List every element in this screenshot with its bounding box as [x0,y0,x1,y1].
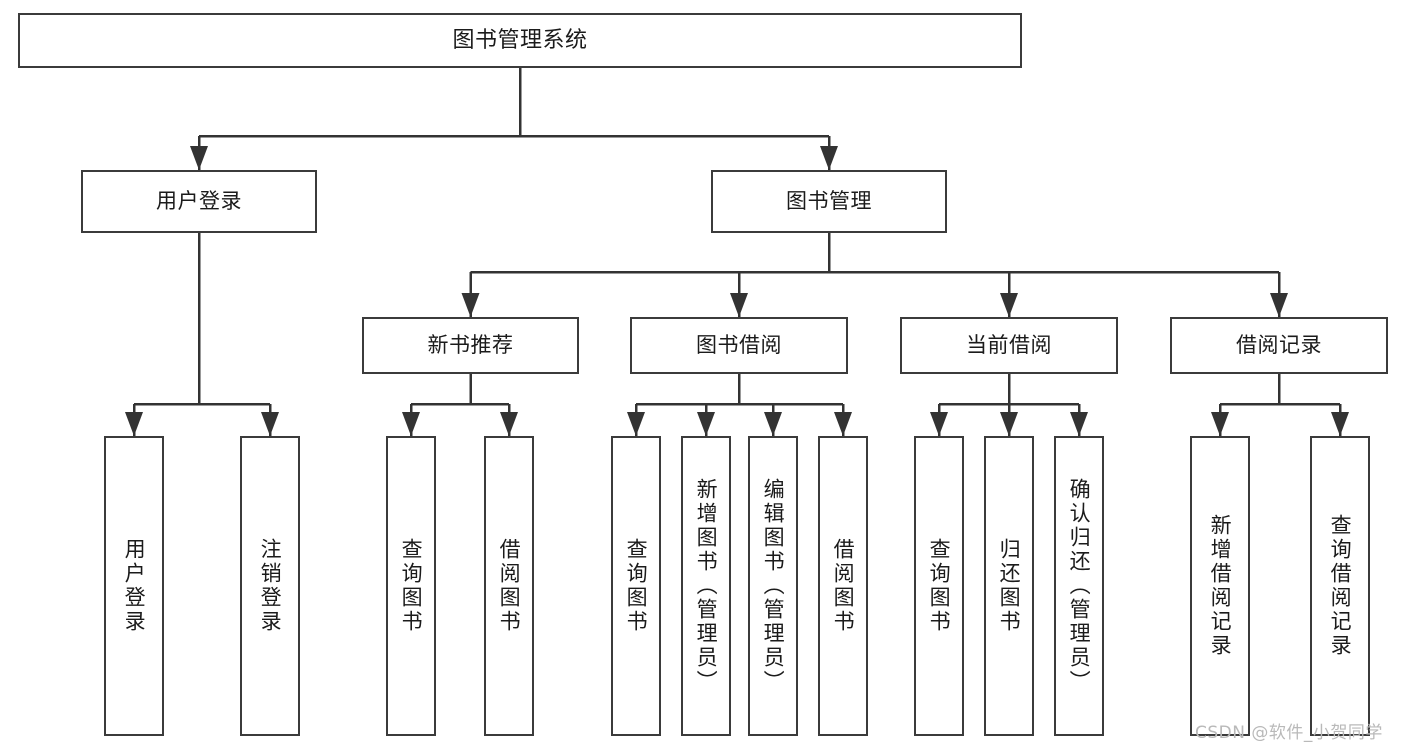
node-label: 查询借阅记录 [1328,514,1353,658]
node-l-confirm[interactable]: 确认归还（管理员） [1054,436,1104,736]
node-label: 新书推荐 [427,333,514,358]
node-current[interactable]: 当前借阅 [900,317,1118,374]
node-l-borrow1[interactable]: 借阅图书 [484,436,534,736]
node-label: 查询图书 [624,538,649,634]
node-l-return[interactable]: 归还图书 [984,436,1034,736]
node-label: 用户登录 [122,538,147,634]
node-label: 查询图书 [399,538,424,634]
node-borrow[interactable]: 图书借阅 [630,317,848,374]
node-label: 用户登录 [156,189,242,214]
node-bookmgmt[interactable]: 图书管理 [711,170,947,233]
node-l-borrow2[interactable]: 借阅图书 [818,436,868,736]
node-label: 编辑图书（管理员） [761,478,786,694]
node-label: 新增图书（管理员） [694,478,719,694]
node-l-addrec[interactable]: 新增借阅记录 [1190,436,1250,736]
node-label: 借阅图书 [831,538,856,634]
node-l-login[interactable]: 用户登录 [104,436,164,736]
node-label: 归还图书 [997,538,1022,634]
node-label: 图书借阅 [696,333,782,358]
node-label: 图书管理系统 [452,27,588,53]
node-records[interactable]: 借阅记录 [1170,317,1388,374]
node-root[interactable]: 图书管理系统 [18,13,1022,68]
node-label: 借阅图书 [497,538,522,634]
node-l-logout[interactable]: 注销登录 [240,436,300,736]
node-l-edit[interactable]: 编辑图书（管理员） [748,436,798,736]
node-l-query3[interactable]: 查询图书 [914,436,964,736]
node-label: 确认归还（管理员） [1067,478,1092,694]
node-newbook[interactable]: 新书推荐 [362,317,579,374]
node-l-queryrec[interactable]: 查询借阅记录 [1310,436,1370,736]
node-label: 当前借阅 [966,333,1052,358]
node-login[interactable]: 用户登录 [81,170,317,233]
node-l-add[interactable]: 新增图书（管理员） [681,436,731,736]
node-l-query1[interactable]: 查询图书 [386,436,436,736]
node-l-query2[interactable]: 查询图书 [611,436,661,736]
node-label: 查询图书 [927,538,952,634]
node-label: 借阅记录 [1236,333,1322,358]
node-label: 注销登录 [258,538,283,634]
node-label: 新增借阅记录 [1208,514,1233,658]
watermark: CSDN @软件_小贺同学 [1195,723,1383,743]
node-label: 图书管理 [786,189,872,214]
